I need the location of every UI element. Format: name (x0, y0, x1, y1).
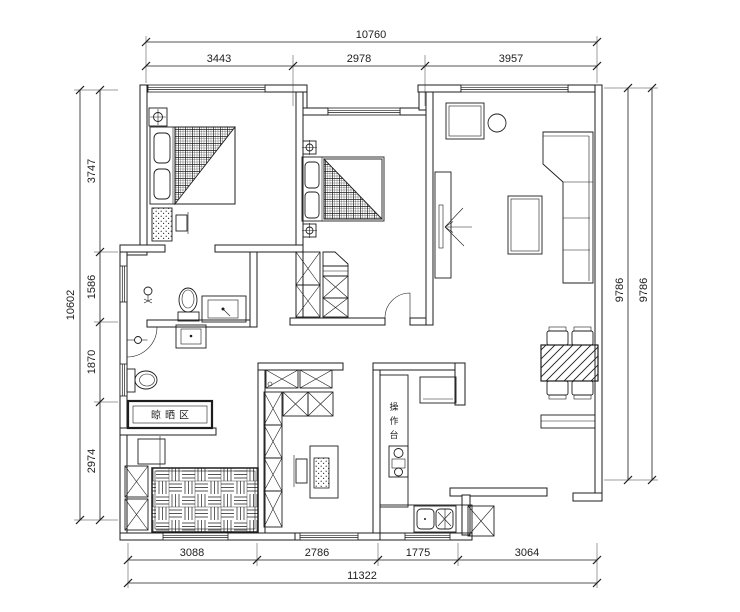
dining-chair (546, 380, 569, 400)
cabinet-x (467, 505, 495, 537)
study (263, 369, 339, 528)
side-table (445, 102, 485, 140)
window-bath-left-1 (119, 265, 128, 303)
counter-left (379, 374, 409, 508)
woven-mat (151, 467, 259, 533)
dim-top-seg2: 2978 (347, 53, 371, 65)
dim-top-seg3: 3957 (499, 53, 523, 65)
window-balcony-bottom (162, 532, 229, 541)
dim-bottom-total: 11322 (347, 570, 377, 582)
dim-top-total: 10760 (356, 29, 387, 41)
worktop-char: 台 (389, 429, 398, 440)
bedroom-second (295, 140, 385, 318)
window-living-top (460, 84, 569, 93)
dim-bottom-seg4: 3064 (515, 547, 539, 559)
cabinet-x (282, 391, 334, 417)
ceiling-light-icon (302, 140, 317, 155)
small-table (137, 436, 166, 467)
kitchen: 操 作 台 (379, 374, 495, 537)
worktop-char: 作 (389, 415, 398, 426)
dim-left-seg3: 1870 (86, 350, 98, 374)
stove (388, 445, 409, 478)
shower-head-icon (143, 286, 153, 304)
toilet (126, 368, 158, 393)
window-bedroom2-top (327, 107, 401, 116)
worktop-char: 操 (389, 401, 398, 412)
wardrobe (295, 251, 349, 318)
drying-area-box: 晾晒区 (126, 399, 214, 430)
sofa (542, 131, 594, 284)
counter-bottom (379, 504, 473, 534)
dining-area (540, 326, 599, 429)
balcony (124, 436, 259, 533)
dining-chair (571, 380, 594, 400)
sink (413, 505, 457, 533)
faucet-icon (127, 336, 148, 344)
ceiling-light-icon (148, 107, 168, 127)
dim-left-seg4: 2974 (86, 449, 98, 473)
dimension-top: 10760 3443 2978 3957 (141, 29, 602, 106)
vanity-sink (175, 324, 207, 349)
dim-left-total: 10602 (65, 290, 77, 321)
living-room (434, 102, 594, 284)
cabinet-x-column (263, 391, 283, 528)
dim-right-2: 9786 (638, 278, 650, 302)
shower-partition-arc (126, 326, 158, 358)
coffee-table (507, 195, 543, 255)
window-bath-left-2 (119, 363, 128, 397)
cabinet-x (124, 465, 149, 531)
entry-arrow-icon (444, 207, 472, 247)
dimension-left: 10602 3747 1586 1870 2974 (65, 85, 118, 525)
toilet (177, 287, 200, 322)
dim-top-seg1: 3443 (207, 53, 231, 65)
fridge (419, 376, 457, 404)
dresser (151, 207, 189, 242)
dimension-bottom: 3088 2786 1775 3064 11322 (123, 543, 602, 588)
vanity-sink (201, 295, 247, 323)
dining-chair (546, 326, 569, 346)
drying-area-label: 晾晒区 (151, 409, 193, 422)
dining-table (540, 344, 599, 382)
bathroom-second: 晾晒区 (126, 324, 214, 430)
dim-bottom-seg1: 3088 (180, 547, 204, 559)
bed-master (149, 126, 236, 206)
dim-right-1: 9786 (614, 278, 626, 302)
windows (119, 84, 569, 541)
blanket-hatch (174, 126, 236, 206)
desk (293, 445, 339, 499)
blanket-hatch (323, 157, 384, 220)
door-arc-bedroom2 (384, 292, 411, 319)
dim-bottom-seg2: 2786 (305, 547, 329, 559)
window-kitchen-bottom (404, 532, 451, 541)
dining-chair (571, 326, 594, 346)
window-study-bottom (299, 532, 359, 541)
dim-bottom-seg3: 1775 (406, 547, 430, 559)
cabinet-x (265, 369, 333, 389)
tv-panel (434, 171, 452, 279)
bed-second (301, 156, 385, 222)
dimension-right: 9786 9786 (604, 83, 658, 485)
window-master-top (147, 84, 266, 93)
dim-left-seg2: 1586 (86, 275, 98, 299)
bathroom-main (143, 286, 247, 323)
bedroom-master (148, 107, 236, 242)
plant-icon (487, 113, 507, 133)
worktop-label: 操 作 台 (389, 401, 398, 440)
ceiling-light-icon (302, 223, 317, 238)
sideboard (540, 414, 596, 429)
dim-left-seg1: 3747 (86, 159, 98, 183)
